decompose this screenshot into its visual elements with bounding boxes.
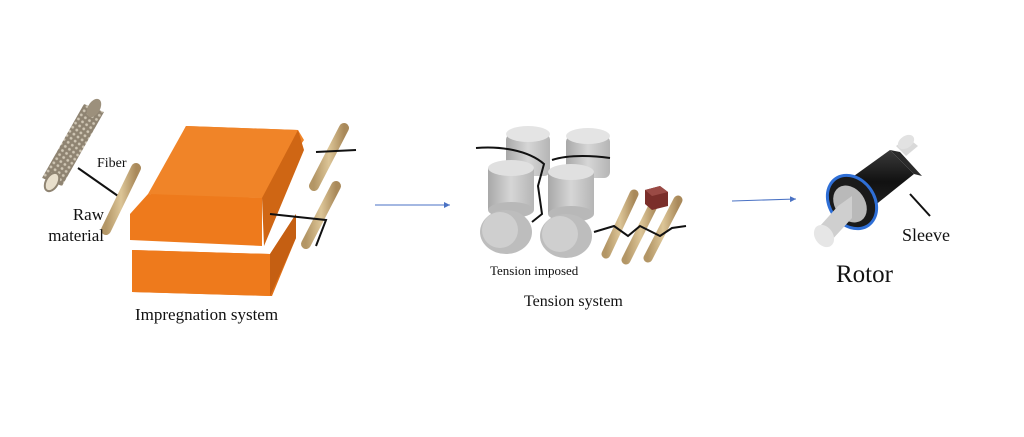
impregnation-system-icon — [130, 126, 304, 296]
tension-roller-icon — [480, 126, 610, 258]
sleeve-label: Sleeve — [902, 225, 950, 245]
fiber-strand — [269, 213, 328, 247]
sleeve-leader-line — [909, 193, 931, 217]
fiber-label: Fiber — [97, 156, 127, 171]
fiber-strand — [315, 149, 357, 153]
tension-system-label: Tension system — [524, 293, 623, 310]
rotor-label: Rotor — [836, 261, 893, 288]
tension-weight-icon — [645, 186, 668, 210]
fiber-strand — [551, 155, 611, 161]
exit-rollers-icon — [301, 123, 349, 249]
impregnation-system-label: Impregnation system — [135, 305, 279, 324]
fiber-strand — [77, 167, 119, 197]
raw-material-label-line2: material — [48, 226, 104, 245]
guide-roller-icon — [101, 163, 141, 235]
flow-arrow-icon — [731, 196, 797, 203]
rotor-icon — [813, 134, 922, 248]
raw-material-spool-icon — [42, 98, 104, 193]
fiber-strand — [593, 224, 687, 238]
fiber-strand — [475, 146, 546, 223]
raw-material-label: Raw material — [44, 206, 104, 244]
raw-material-label-line1: Raw — [72, 205, 104, 224]
tension-guide-rollers-icon — [601, 189, 683, 265]
tension-imposed-label: Tension imposed — [490, 263, 579, 278]
